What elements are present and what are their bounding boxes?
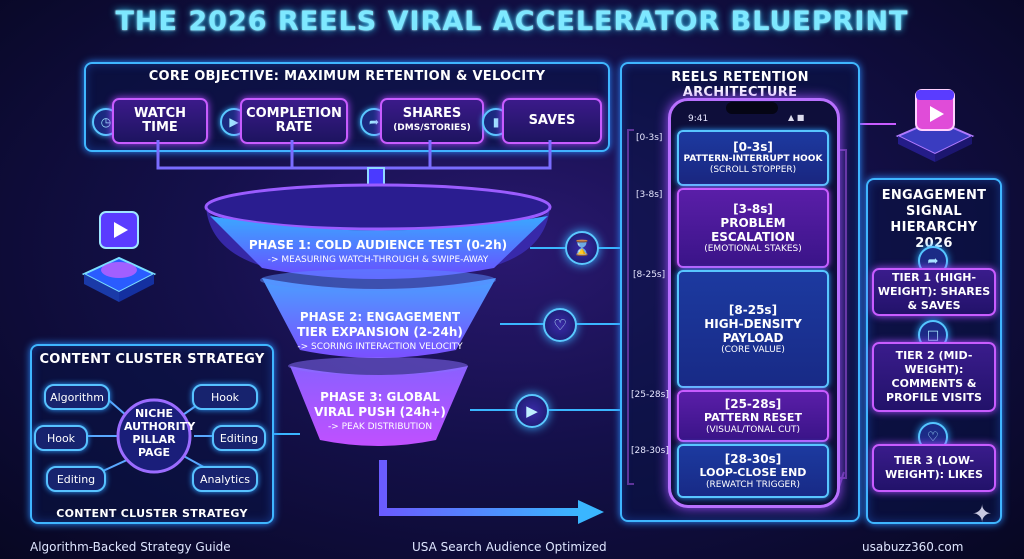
funnel-phase-1: PHASE 1: COLD AUDIENCE TEST (0-2h) -> ME… (228, 238, 528, 265)
segment-title: LOOP-CLOSE END (699, 465, 807, 479)
metric-label: COMPLETION RATE (246, 106, 342, 135)
cluster-node-hook: Hook (192, 384, 258, 410)
tier-1: TIER 1 (HIGH-WEIGHT): SHARES & SAVES (872, 268, 996, 316)
segment-loop: [28-30s] LOOP-CLOSE END (REWATCH TRIGGER… (677, 444, 829, 498)
tier-3: TIER 3 (LOW-WEIGHT): LIKES (872, 444, 996, 492)
segment-sub: (VISUAL/TONAL CUT) (705, 424, 801, 435)
page-title: THE 2026 REELS VIRAL ACCELERATOR BLUEPRI… (115, 6, 909, 37)
phase-3-detail: -> PEAK DISTRIBUTION (327, 422, 433, 432)
phase-3-title: PHASE 3: GLOBAL VIRAL PUSH (24h+) (314, 390, 446, 419)
metric-watch-time: WATCH TIME (112, 98, 208, 144)
phase-2-detail: -> SCORING INTERACTION VELOCITY (297, 342, 463, 352)
cluster-node-hook-left: Hook (34, 425, 88, 451)
video-cube-icon (81, 211, 157, 302)
segment-time: [8-25s] (728, 302, 778, 317)
heart-icon: ♡ (543, 308, 577, 342)
time-label: [25-28s] (631, 390, 669, 400)
cluster-node-analytics: Analytics (192, 466, 258, 492)
time-label: [0-3s] (636, 133, 663, 143)
core-objective-title: CORE OBJECTIVE: MAXIMUM RETENTION & VELO… (148, 69, 546, 84)
funnel-phase-3: PHASE 3: GLOBAL VIRAL PUSH (24h+) -> PEA… (314, 390, 446, 432)
hourglass-icon: ⌛ (565, 231, 599, 265)
sparkle-icon: ✦ (972, 500, 993, 528)
status-icons: ▲ ■ (788, 113, 805, 122)
footer-right: usabuzz360.com (862, 540, 964, 554)
segment-title: PROBLEM ESCALATION (711, 215, 795, 244)
segment-sub: (EMOTIONAL STAKES) (704, 243, 802, 254)
reels-icon: ▶ (515, 394, 549, 428)
segment-title: PATTERN-INTERRUPT HOOK (683, 154, 823, 164)
time-label: [3-8s] (636, 190, 663, 200)
segment-sub: (SCROLL STOPPER) (709, 165, 797, 175)
segment-sub: (REWATCH TRIGGER) (705, 479, 800, 490)
hierarchy-title: ENGAGEMENT SIGNAL HIERARCHY 2026 (881, 188, 987, 251)
segment-hook: [0-3s] PATTERN-INTERRUPT HOOK (SCROLL ST… (677, 130, 829, 186)
phone-notch (726, 102, 778, 114)
segment-escalation: [3-8s] PROBLEM ESCALATION (EMOTIONAL STA… (677, 188, 829, 268)
cluster-node-editing: Editing (46, 466, 106, 492)
footer-center: USA Search Audience Optimized (412, 540, 607, 554)
time-label: [28-30s] (631, 446, 669, 456)
status-time: 9:41 (688, 114, 709, 124)
funnel-phase-2: PHASE 2: ENGAGEMENT TIER EXPANSION (2-24… (290, 310, 470, 352)
metric-label: SHARES (402, 106, 462, 121)
segment-reset: [25-28s] PATTERN RESET (VISUAL/TONAL CUT… (677, 390, 829, 442)
segment-payload: [8-25s] HIGH-DENSITY PAYLOAD (CORE VALUE… (677, 270, 829, 388)
architecture-title: REELS RETENTION ARCHITECTURE (671, 70, 809, 100)
segment-title: PATTERN RESET (704, 410, 802, 424)
funnel-graphic (204, 183, 552, 446)
phase-2-title: PHASE 2: ENGAGEMENT TIER EXPANSION (2-24… (297, 310, 463, 339)
segment-time: [3-8s] (733, 201, 773, 216)
cluster-node-algorithm: Algorithm (44, 384, 110, 410)
segment-time: [0-3s] (733, 140, 773, 154)
segment-time: [28-30s] (724, 451, 782, 466)
cluster-center: NICHE AUTHORITY PILLAR PAGE (124, 407, 196, 459)
phase-1-title: PHASE 1: COLD AUDIENCE TEST (0-2h) (248, 238, 508, 252)
footer-left: Algorithm-Backed Strategy Guide (30, 540, 231, 554)
time-label: [8-25s] (633, 270, 666, 280)
clapper-cube-icon (895, 89, 975, 162)
segment-time: [25-28s] (724, 396, 782, 411)
tier-2: TIER 2 (MID-WEIGHT): COMMENTS & PROFILE … (872, 342, 996, 412)
metric-label: SAVES (528, 113, 576, 128)
metric-completion-rate: COMPLETION RATE (240, 98, 348, 144)
cluster-footer-title: CONTENT CLUSTER STRATEGY (56, 507, 248, 520)
metric-label: WATCH TIME (133, 106, 187, 135)
metric-sub: (DMS/STORIES) (393, 123, 471, 133)
phase-1-detail: -> MEASURING WATCH-THROUGH & SWIPE-AWAY (267, 255, 489, 265)
cluster-title: CONTENT CLUSTER STRATEGY (39, 352, 265, 367)
cluster-node-editing-right: Editing (212, 425, 266, 451)
segment-title: HIGH-DENSITY PAYLOAD (704, 316, 802, 345)
segment-sub: (CORE VALUE) (721, 344, 785, 355)
metric-saves: SAVES (502, 98, 602, 144)
